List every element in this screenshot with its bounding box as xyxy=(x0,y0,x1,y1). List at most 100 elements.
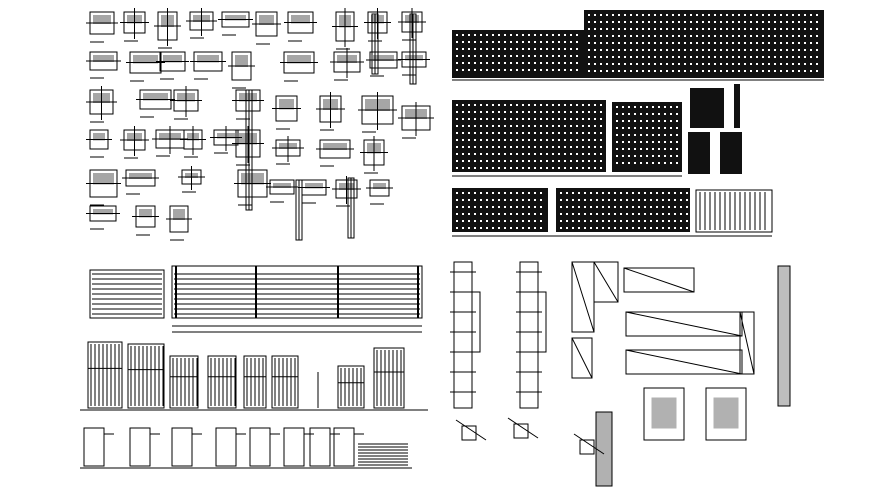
facade-opening xyxy=(804,42,806,44)
facade-opening xyxy=(634,148,636,150)
facade-opening xyxy=(636,49,638,51)
detail-hatch xyxy=(373,55,394,61)
facade-opening xyxy=(528,153,530,155)
facade-opening xyxy=(816,56,818,58)
facade-opening xyxy=(588,42,590,44)
facade-opening xyxy=(636,42,638,44)
facade-opening xyxy=(588,139,590,141)
facade-opening xyxy=(504,41,506,43)
facade-opening xyxy=(676,113,678,115)
facade-opening xyxy=(486,227,488,229)
facade-opening xyxy=(662,192,664,194)
facade-opening xyxy=(762,70,764,72)
facade-opening xyxy=(492,192,494,194)
facade-opening xyxy=(810,14,812,16)
facade-opening xyxy=(462,41,464,43)
facade-opening xyxy=(618,28,620,30)
facade-opening xyxy=(584,199,586,201)
facade-opening xyxy=(534,104,536,106)
facade-opening xyxy=(582,125,584,127)
facade-opening xyxy=(798,56,800,58)
section-detail xyxy=(272,136,304,165)
facade-opening xyxy=(680,192,682,194)
facade-opening xyxy=(456,62,458,64)
facade-opening xyxy=(540,125,542,127)
facade-opening xyxy=(582,146,584,148)
facade-opening xyxy=(534,55,536,57)
facade-opening xyxy=(676,148,678,150)
facade-opening xyxy=(638,213,640,215)
facade-opening xyxy=(666,56,668,58)
facade-opening xyxy=(492,227,494,229)
section-cut-line xyxy=(571,337,593,379)
facade-opening xyxy=(564,62,566,64)
section-cut-line xyxy=(625,349,743,375)
facade-opening xyxy=(642,49,644,51)
facade-opening xyxy=(660,21,662,23)
facade-opening xyxy=(504,69,506,71)
facade-opening xyxy=(634,106,636,108)
facade-opening xyxy=(528,139,530,141)
facade-opening xyxy=(696,35,698,37)
facade-opening xyxy=(768,21,770,23)
gate-frame xyxy=(207,355,237,409)
facade-opening xyxy=(804,21,806,23)
section-detail xyxy=(210,126,242,154)
facade-opening xyxy=(666,21,668,23)
facade-opening xyxy=(498,192,500,194)
facade-opening xyxy=(744,21,746,23)
facade-opening xyxy=(714,70,716,72)
facade-opening xyxy=(510,220,512,222)
facade-opening xyxy=(804,63,806,65)
facade-opening xyxy=(664,148,666,150)
facade-opening xyxy=(646,141,648,143)
facade-opening xyxy=(558,62,560,64)
facade-opening xyxy=(516,62,518,64)
facade-opening xyxy=(678,63,680,65)
facade-opening xyxy=(456,132,458,134)
facade-opening xyxy=(570,111,572,113)
facade-opening xyxy=(642,56,644,58)
facade-opening xyxy=(540,111,542,113)
facade-opening xyxy=(762,42,764,44)
facade-opening xyxy=(600,146,602,148)
facade-opening xyxy=(720,63,722,65)
section-detail xyxy=(170,86,202,120)
facade-opening xyxy=(468,227,470,229)
gate-elevation xyxy=(337,365,365,409)
facade-opening xyxy=(498,34,500,36)
gate-elevation xyxy=(169,355,199,409)
facade-opening xyxy=(686,220,688,222)
facade-opening xyxy=(658,106,660,108)
facade-opening xyxy=(594,49,596,51)
facade-opening xyxy=(662,220,664,222)
facade-opening xyxy=(792,42,794,44)
facade-opening xyxy=(498,69,500,71)
facade-opening xyxy=(654,70,656,72)
facade-opening xyxy=(640,120,642,122)
facade-opening xyxy=(650,192,652,194)
facade-opening xyxy=(602,227,604,229)
facade-opening xyxy=(504,167,506,169)
facade-opening xyxy=(552,48,554,50)
facade-opening xyxy=(462,69,464,71)
facade-opening xyxy=(786,35,788,37)
facade-opening xyxy=(726,56,728,58)
facade-opening xyxy=(650,213,652,215)
facade-opening xyxy=(640,106,642,108)
facade-opening xyxy=(492,220,494,222)
facade-opening xyxy=(522,213,524,215)
facade-opening xyxy=(600,111,602,113)
facade-opening xyxy=(510,192,512,194)
facade-opening xyxy=(642,42,644,44)
facade-opening xyxy=(600,28,602,30)
facade-opening xyxy=(664,155,666,157)
facade-opening xyxy=(684,70,686,72)
facade-opening xyxy=(534,69,536,71)
facade-opening xyxy=(726,21,728,23)
facade-opening xyxy=(558,55,560,57)
facade-opening xyxy=(570,48,572,50)
facade-opening xyxy=(576,132,578,134)
facade-opening xyxy=(642,35,644,37)
facade-opening xyxy=(652,113,654,115)
